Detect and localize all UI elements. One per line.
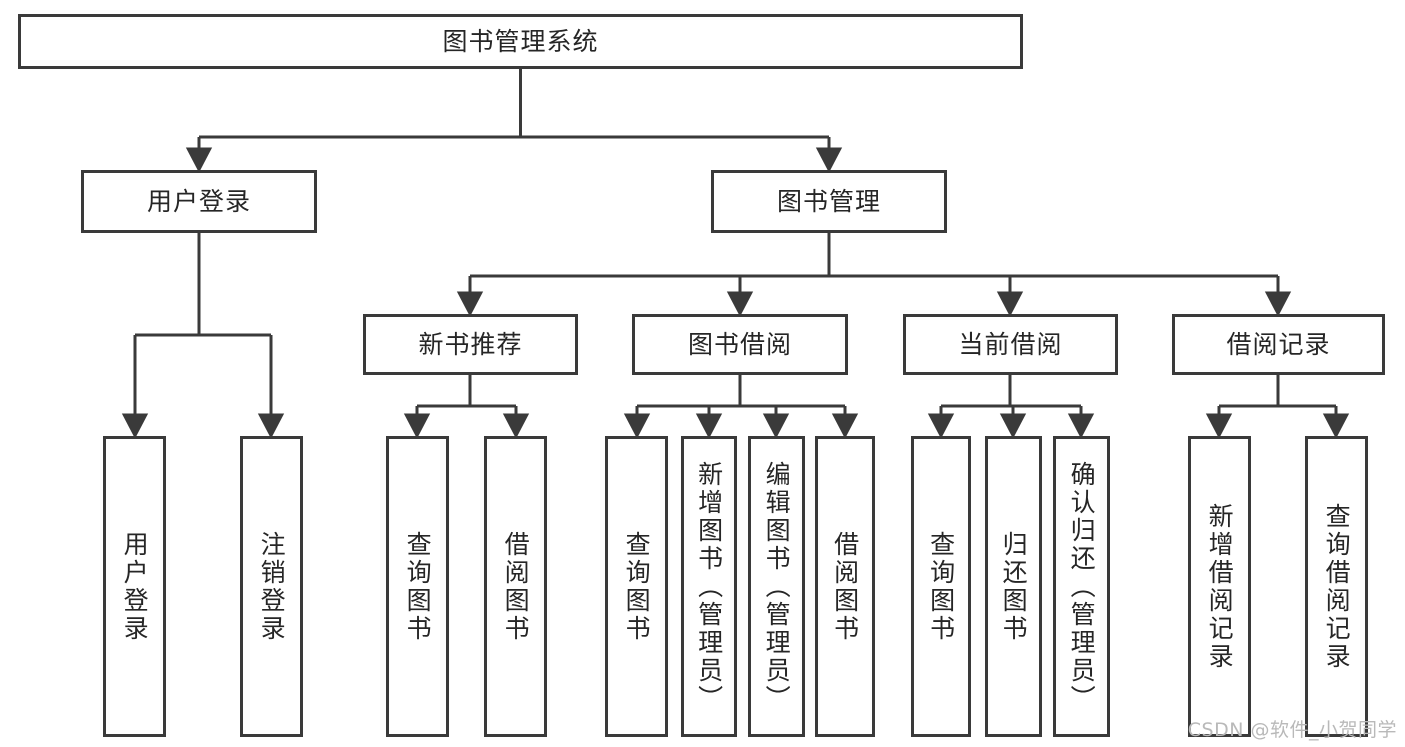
node-leaf-10[interactable]: 确认归还（管理员） xyxy=(1053,436,1110,737)
node-root[interactable]: 图书管理系统 xyxy=(18,14,1023,69)
node-level3-0[interactable]: 新书推荐 xyxy=(363,314,578,375)
node-leaf-3[interactable]: 借阅图书 xyxy=(484,436,547,737)
node-leaf-7[interactable]: 借阅图书 xyxy=(815,436,875,737)
node-level3-3[interactable]: 借阅记录 xyxy=(1172,314,1385,375)
node-leaf-0[interactable]: 用户登录 xyxy=(103,436,166,737)
node-leaf-5[interactable]: 新增图书（管理员） xyxy=(681,436,737,737)
node-level2-0[interactable]: 用户登录 xyxy=(81,170,317,233)
node-leaf-6[interactable]: 编辑图书（管理员） xyxy=(748,436,805,737)
node-level2-1[interactable]: 图书管理 xyxy=(711,170,947,233)
node-leaf-4[interactable]: 查询图书 xyxy=(605,436,668,737)
node-leaf-8[interactable]: 查询图书 xyxy=(911,436,971,737)
node-leaf-9[interactable]: 归还图书 xyxy=(985,436,1042,737)
node-level3-1[interactable]: 图书借阅 xyxy=(632,314,848,375)
node-level3-2[interactable]: 当前借阅 xyxy=(903,314,1118,375)
node-leaf-2[interactable]: 查询图书 xyxy=(386,436,449,737)
node-leaf-1[interactable]: 注销登录 xyxy=(240,436,303,737)
node-leaf-11[interactable]: 新增借阅记录 xyxy=(1188,436,1251,737)
node-leaf-12[interactable]: 查询借阅记录 xyxy=(1305,436,1368,737)
watermark: CSDN @软件_小贺同学 xyxy=(1187,719,1397,741)
